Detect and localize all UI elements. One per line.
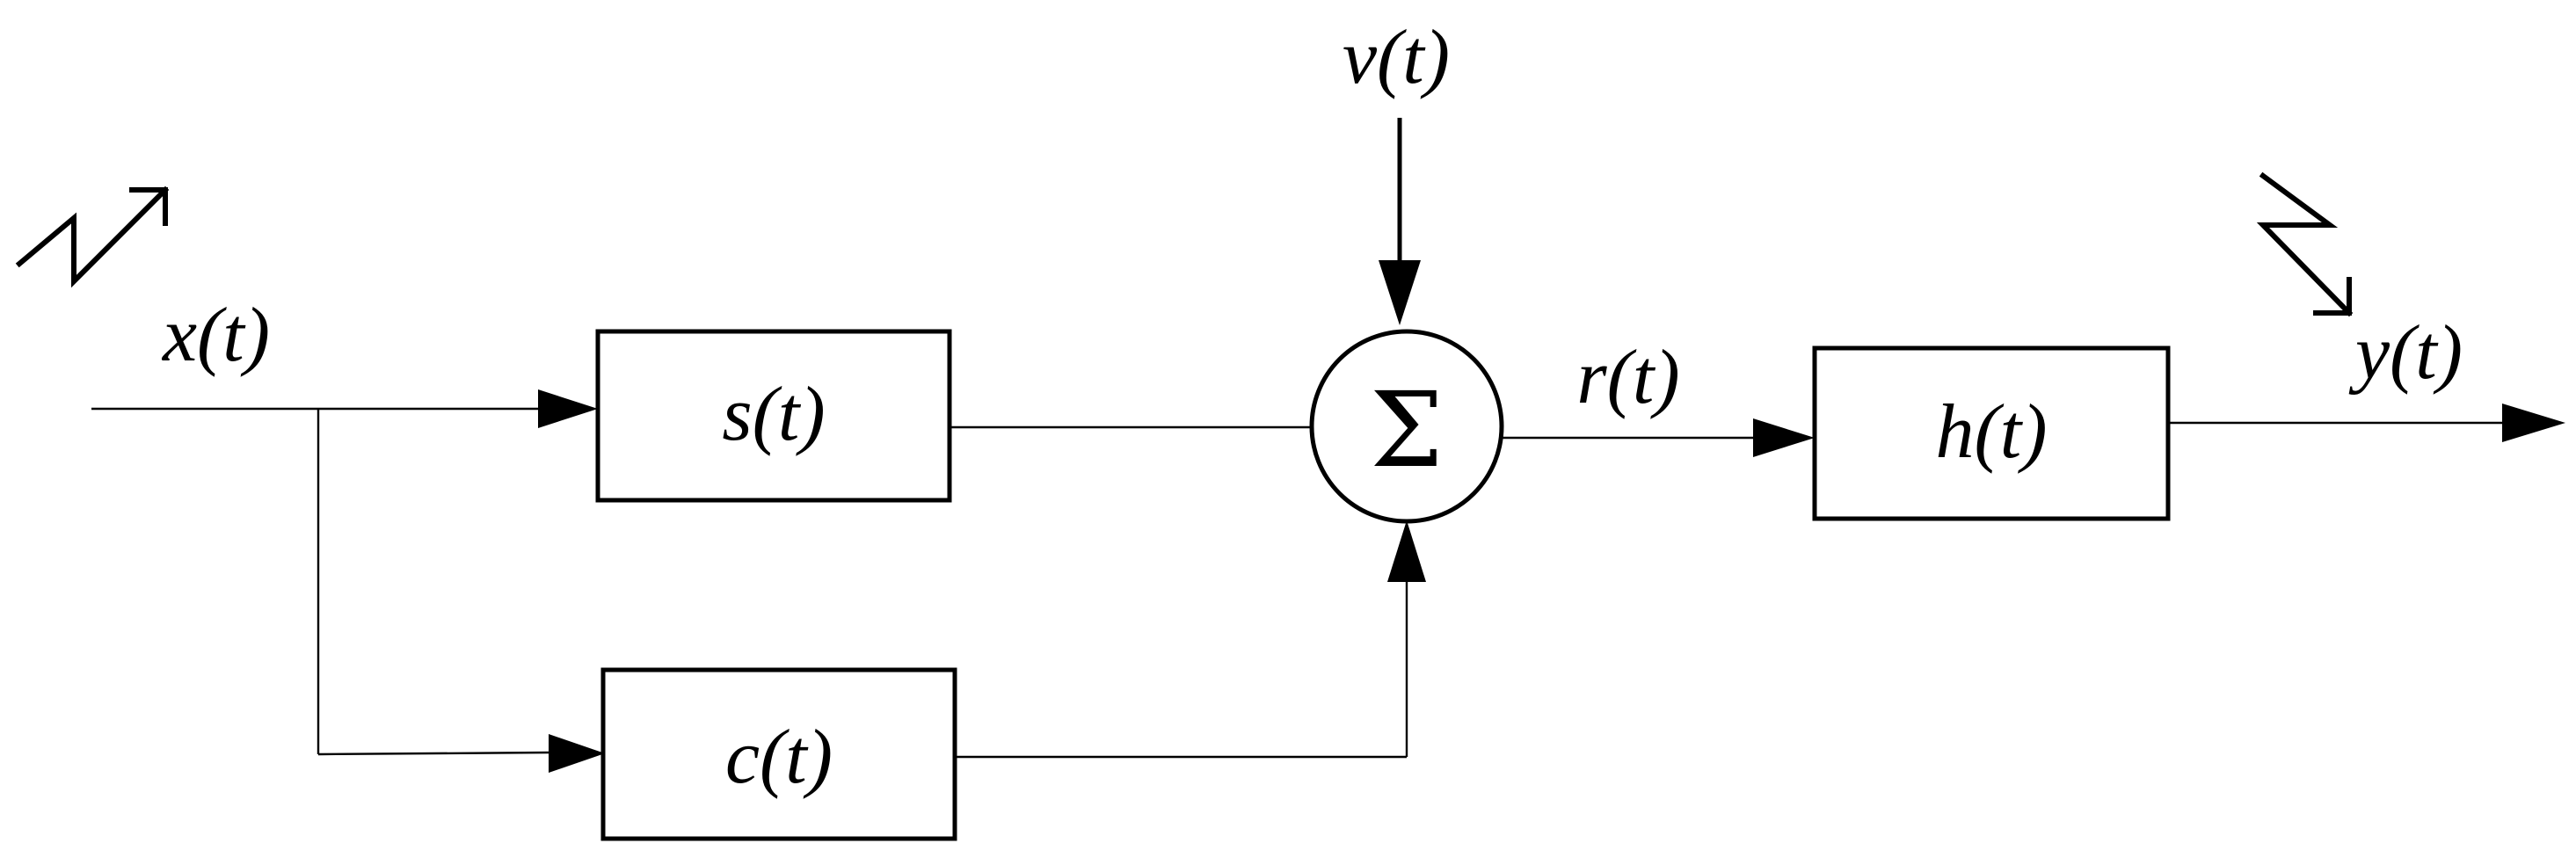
- arrow-into-s: [538, 389, 598, 428]
- block-c: [600, 667, 957, 841]
- input-zigzag-icon: [15, 185, 170, 288]
- output-label: y(t): [2348, 310, 2463, 396]
- sum-symbol: Σ: [1370, 369, 1443, 491]
- arrow-output: [2502, 404, 2565, 442]
- block-s: [595, 329, 952, 503]
- block-h: [1812, 345, 2171, 521]
- arrow-into-sum-top: [1379, 260, 1421, 325]
- summing-junction: [1309, 329, 1504, 524]
- output-zigzag-icon: [2256, 171, 2354, 317]
- noise-label: v(t): [1343, 15, 1450, 100]
- branch-to-c-wire: [317, 751, 550, 756]
- input-label: x(t): [161, 293, 270, 378]
- arrow-into-sum-bottom: [1387, 520, 1426, 582]
- arrow-into-c: [549, 734, 605, 773]
- block-c-label: c(t): [725, 715, 833, 800]
- sum-output-label: r(t): [1576, 335, 1679, 420]
- block-s-label: s(t): [722, 372, 825, 457]
- arrow-into-h: [1753, 418, 1815, 457]
- block-h-label: h(t): [1935, 389, 2047, 475]
